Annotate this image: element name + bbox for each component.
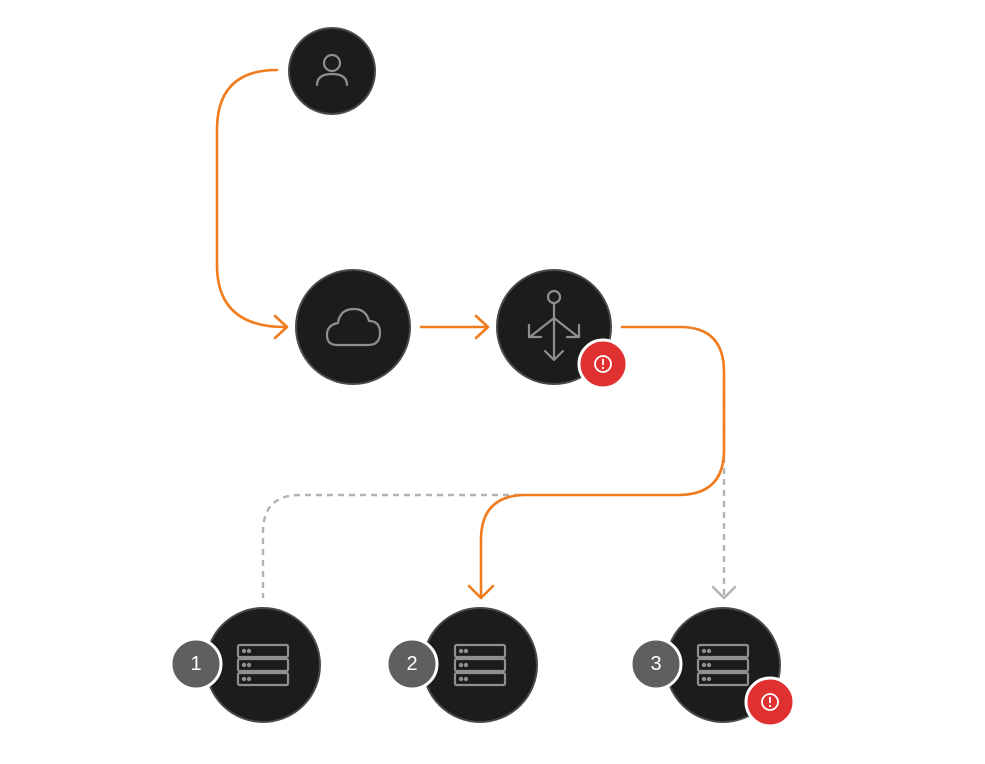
server-2-number-badge: 2 bbox=[385, 637, 439, 691]
server-node-1[interactable] bbox=[205, 607, 321, 723]
arrowhead-cloud bbox=[273, 314, 289, 340]
cloud-node[interactable] bbox=[295, 269, 411, 385]
server-3-number-badge: 3 bbox=[629, 637, 683, 691]
server-icon bbox=[453, 643, 507, 687]
user-icon bbox=[315, 53, 349, 87]
server-icon bbox=[236, 643, 290, 687]
edge-user-to-cloud bbox=[215, 68, 287, 329]
arrowhead-server-3 bbox=[711, 585, 737, 600]
server-1-number-badge: 1 bbox=[169, 637, 223, 691]
alert-icon bbox=[594, 355, 612, 373]
user-node[interactable] bbox=[288, 27, 376, 115]
server-number-label: 3 bbox=[650, 653, 661, 675]
server-3-error-badge bbox=[744, 676, 796, 728]
arrowhead-server-2 bbox=[467, 584, 495, 600]
server-icon bbox=[696, 643, 750, 687]
server-number-label: 1 bbox=[190, 653, 201, 675]
edges bbox=[215, 68, 737, 600]
arrowhead-load-balancer bbox=[474, 314, 490, 340]
alert-icon bbox=[761, 693, 779, 711]
load-balancer-error-badge bbox=[577, 338, 629, 390]
edge-lb-to-server-2 bbox=[479, 325, 726, 599]
cloud-icon bbox=[325, 307, 382, 347]
edge-lb-to-server-1 bbox=[261, 493, 520, 598]
server-number-label: 2 bbox=[406, 653, 417, 675]
server-node-2[interactable] bbox=[422, 607, 538, 723]
load-balancer-icon bbox=[527, 289, 581, 362]
